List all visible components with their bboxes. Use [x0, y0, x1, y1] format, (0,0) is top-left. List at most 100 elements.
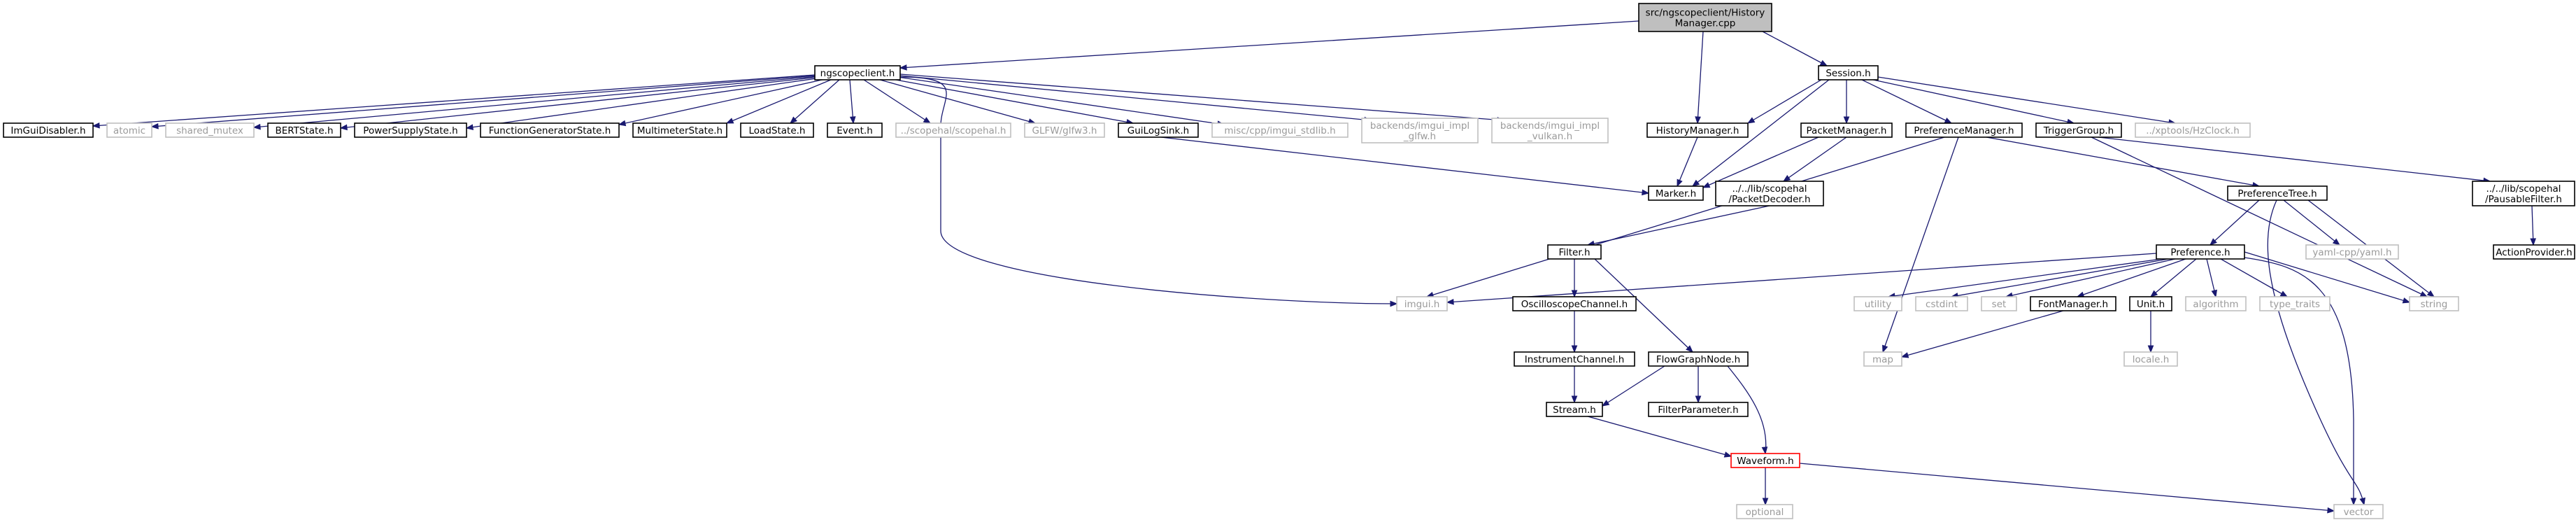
- node-marker[interactable]: Marker.h: [1648, 185, 1704, 201]
- node-hzclock[interactable]: ../xptools/HzClock.h: [2135, 122, 2251, 138]
- node-waveform[interactable]: Waveform.h: [1730, 453, 1800, 468]
- node-sharedmutex[interactable]: shared_mutex: [165, 122, 255, 138]
- edge-ngscopeclient-to-multimeter: [725, 79, 832, 124]
- edge-ngscopeclient-to-event: [849, 79, 856, 125]
- node-label: Unit.h: [2137, 299, 2165, 310]
- edge-preference-to-string: [2244, 251, 2411, 304]
- node-label: yaml-cpp/yaml.h: [2312, 247, 2391, 258]
- node-glfw[interactable]: GLFW/glfw3.h: [1024, 122, 1105, 138]
- node-preftree[interactable]: PreferenceTree.h: [2227, 185, 2328, 201]
- edge-ngscopeclient-to-imguidisabler: [92, 74, 816, 129]
- node-historymgr[interactable]: HistoryManager.h: [1646, 122, 1749, 138]
- node-triggergroup[interactable]: TriggerGroup.h: [2035, 122, 2122, 138]
- node-typetraits[interactable]: type_traits: [2259, 296, 2331, 311]
- node-vector[interactable]: vector: [2333, 504, 2384, 519]
- node-label: algorithm: [2193, 299, 2238, 310]
- node-preference[interactable]: Preference.h: [2156, 244, 2245, 260]
- edge-pausable-to-actionprovider: [2530, 205, 2536, 246]
- node-actionprovider[interactable]: ActionProvider.h: [2493, 244, 2575, 260]
- node-atomic[interactable]: atomic: [106, 122, 152, 138]
- node-pausable[interactable]: ../../lib/scopehal/PausableFilter.h: [2472, 181, 2575, 206]
- node-multimeter[interactable]: MultimeterState.h: [632, 122, 727, 138]
- edge-preftree-to-yaml: [2283, 199, 2341, 246]
- node-guilogsink[interactable]: GuiLogSink.h: [1118, 122, 1199, 138]
- node-ngscopeclient[interactable]: ngscopeclient.h: [814, 65, 901, 80]
- edge-ngscopeclient-to-funcgen: [618, 78, 826, 127]
- node-map[interactable]: map: [1863, 351, 1902, 367]
- node-label: GuiLogSink.h: [1127, 125, 1189, 136]
- node-filter[interactable]: Filter.h: [1547, 244, 1602, 260]
- node-label: type_traits: [2270, 299, 2320, 310]
- node-label: FlowGraphNode.h: [1656, 354, 1740, 365]
- node-session[interactable]: Session.h: [1818, 65, 1879, 80]
- edge-unit-to-locale: [2147, 311, 2154, 353]
- node-label: _glfw.h: [1403, 131, 1436, 142]
- node-imguidisabler[interactable]: ImGuiDisabler.h: [3, 122, 94, 138]
- edge-ngscopeclient-to-scopehal: [863, 79, 932, 124]
- edge-ngscopeclient-to-bertstate: [339, 76, 820, 131]
- node-fontmgr[interactable]: FontManager.h: [2030, 296, 2116, 311]
- node-label: cstdint: [1926, 299, 1958, 310]
- node-flowgraph[interactable]: FlowGraphNode.h: [1648, 351, 1749, 367]
- node-label: Session.h: [1826, 68, 1870, 79]
- node-label: set: [1992, 299, 2007, 310]
- edge-session-to-historymgr: [1746, 79, 1822, 124]
- edge-fontmgr-to-map: [1900, 310, 2064, 358]
- node-bertstate[interactable]: BERTState.h: [267, 122, 341, 138]
- edge-oscchannel-to-instrchannel: [1571, 311, 1578, 353]
- edge-prefmgr-to-preftree: [1986, 136, 2261, 188]
- node-scopehal[interactable]: ../scopehal/scopehal.h: [895, 122, 1011, 138]
- node-label: BERTState.h: [275, 125, 333, 136]
- node-label: Waveform.h: [1737, 456, 1793, 467]
- node-prefmgr[interactable]: PreferenceManager.h: [1905, 122, 2023, 138]
- node-algorithm[interactable]: algorithm: [2185, 296, 2247, 311]
- node-utility[interactable]: utility: [1853, 296, 1902, 311]
- edge-ngscopeclient-to-imguiglfw: [899, 75, 1372, 123]
- node-label: optional: [1746, 507, 1784, 518]
- node-label: Manager.cpp: [1675, 18, 1736, 29]
- edge-instrchannel-to-stream: [1571, 366, 1578, 404]
- node-label: src/ngscopeclient/History: [1646, 8, 1765, 19]
- edge-packetmgr-to-packetdecoder: [1782, 136, 1847, 182]
- node-label: ngscopeclient.h: [820, 68, 895, 79]
- node-label: InstrumentChannel.h: [1525, 354, 1625, 365]
- edge-preftree-to-vector: [2267, 199, 2365, 506]
- node-packetdecoder[interactable]: ../../lib/scopehal/PacketDecoder.h: [1715, 181, 1824, 206]
- edge-preference-to-imgui: [1446, 253, 2157, 305]
- node-label: Filter.h: [1558, 247, 1590, 258]
- node-set[interactable]: set: [1981, 296, 2017, 311]
- node-filterparam[interactable]: FilterParameter.h: [1648, 402, 1749, 417]
- edge-root-to-ngscopeclient: [899, 20, 1639, 71]
- node-instrchannel[interactable]: InstrumentChannel.h: [1514, 351, 1635, 367]
- node-powersupply[interactable]: PowerSupplyState.h: [354, 122, 467, 138]
- node-stream[interactable]: Stream.h: [1546, 402, 1603, 417]
- node-funcgen[interactable]: FunctionGeneratorState.h: [480, 122, 620, 138]
- node-unit[interactable]: Unit.h: [2129, 296, 2172, 311]
- node-imguiglfw[interactable]: backends/imgui_impl_glfw.h: [1361, 118, 1479, 143]
- node-optional[interactable]: optional: [1736, 504, 1793, 519]
- node-yaml[interactable]: yaml-cpp/yaml.h: [2305, 244, 2399, 260]
- node-packetmgr[interactable]: PacketManager.h: [1800, 122, 1893, 138]
- node-label: ImGuiDisabler.h: [10, 125, 85, 136]
- node-root[interactable]: src/ngscopeclient/HistoryManager.cpp: [1638, 3, 1772, 32]
- edge-preference-to-fontmgr: [2076, 258, 2186, 297]
- node-imguistdlib[interactable]: misc/cpp/imgui_stdlib.h: [1211, 122, 1349, 138]
- node-label: LoadState.h: [749, 125, 806, 136]
- node-locale[interactable]: locale.h: [2123, 351, 2178, 367]
- node-imguivulkan[interactable]: backends/imgui_impl_vulkan.h: [1491, 118, 1609, 143]
- node-event[interactable]: Event.h: [827, 122, 883, 138]
- edge-filter-to-oscchannel: [1571, 259, 1578, 298]
- edge-session-to-marker: [1691, 79, 1830, 187]
- node-string[interactable]: string: [2409, 296, 2459, 311]
- node-oscchannel[interactable]: OscilloscopeChannel.h: [1512, 296, 1637, 311]
- node-label: ../xptools/HzClock.h: [2146, 125, 2240, 136]
- node-loadstate[interactable]: LoadState.h: [740, 122, 814, 138]
- node-label: ../scopehal/scopehal.h: [901, 125, 1006, 136]
- node-cstdint[interactable]: cstdint: [1915, 296, 1968, 311]
- node-label: /PacketDecoder.h: [1728, 194, 1810, 205]
- node-label: Marker.h: [1656, 188, 1696, 199]
- node-imgui[interactable]: imgui.h: [1396, 296, 1448, 311]
- node-label: TriggerGroup.h: [2043, 125, 2114, 136]
- node-label: PreferenceManager.h: [1914, 125, 2014, 136]
